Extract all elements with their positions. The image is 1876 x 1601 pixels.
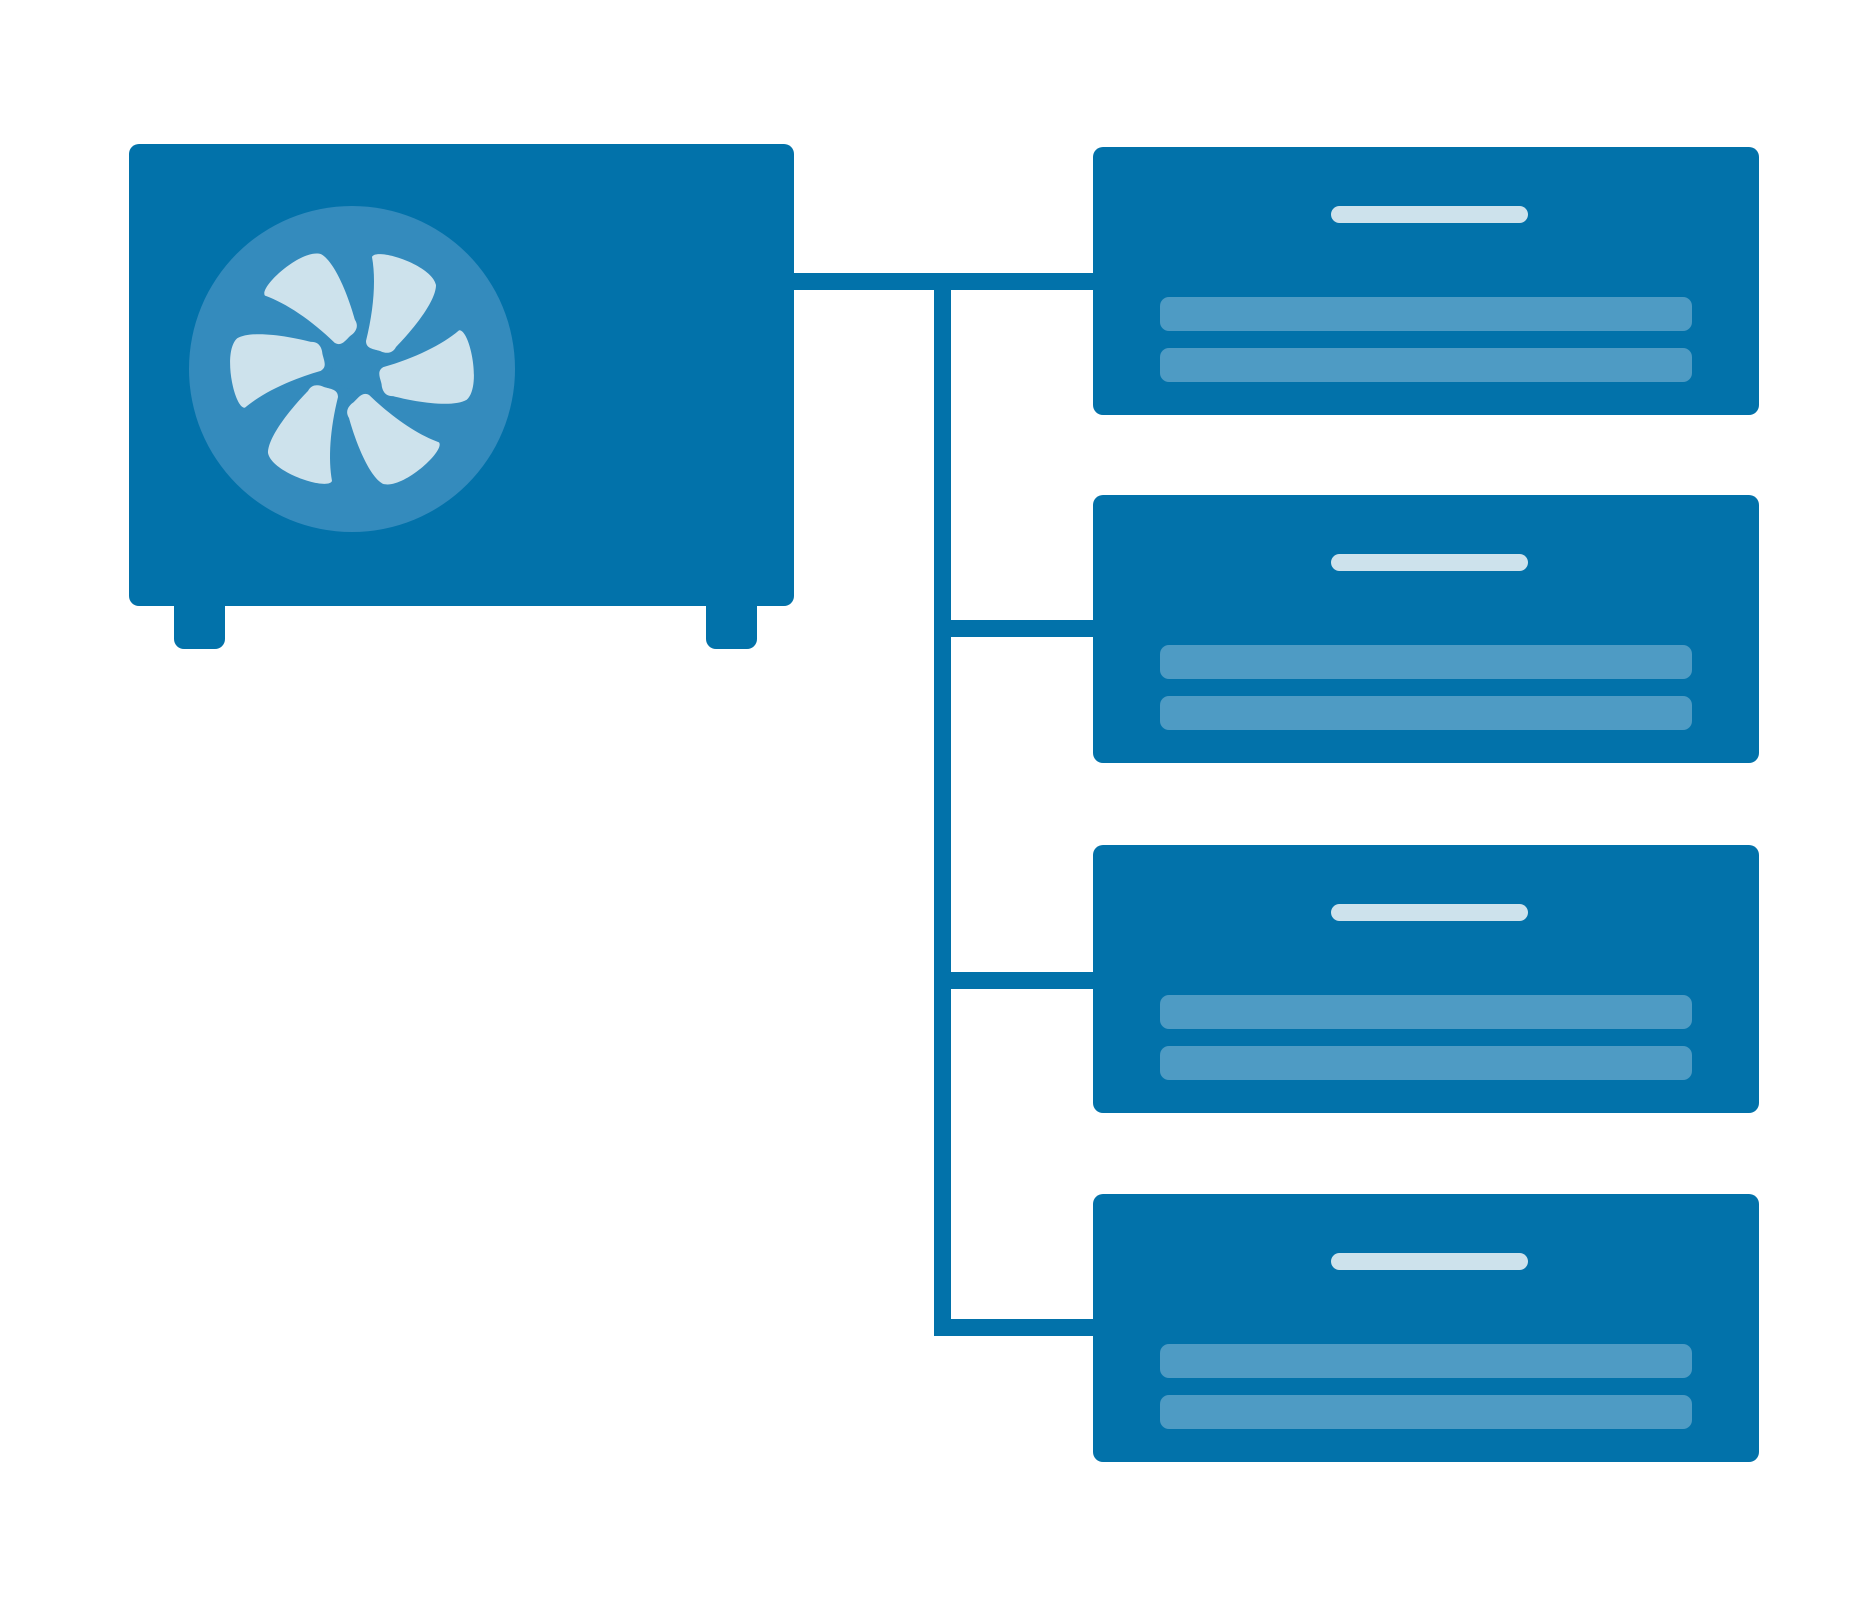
indoor-unit-louver xyxy=(1160,348,1692,382)
fan-blade xyxy=(366,254,436,353)
pipe-main-vertical xyxy=(934,273,951,1336)
fan-blade xyxy=(379,330,474,404)
indoor-unit-4 xyxy=(1093,1194,1759,1462)
indoor-unit-1 xyxy=(1093,147,1759,415)
fan-icon xyxy=(230,253,474,485)
indoor-unit-louver xyxy=(1160,1046,1692,1080)
pipe-branch xyxy=(934,620,1094,637)
fan-blade xyxy=(264,253,357,345)
indoor-units xyxy=(1093,147,1759,1462)
indoor-unit-2 xyxy=(1093,495,1759,763)
indoor-unit-3 xyxy=(1093,845,1759,1113)
fan-hub xyxy=(332,349,372,389)
indoor-unit-louver xyxy=(1160,297,1692,331)
refrigerant-piping xyxy=(794,273,1094,1336)
indoor-unit-louver xyxy=(1160,1344,1692,1378)
indoor-unit-louver xyxy=(1160,696,1692,730)
fan-blade xyxy=(347,393,440,485)
fan-blade xyxy=(268,385,338,484)
indoor-unit-display-slot xyxy=(1331,1253,1528,1270)
indoor-unit-display-slot xyxy=(1331,206,1528,223)
outdoor-unit xyxy=(129,144,794,649)
indoor-unit-louver xyxy=(1160,995,1692,1029)
indoor-unit-louver xyxy=(1160,645,1692,679)
indoor-unit-louver xyxy=(1160,1395,1692,1429)
pipe-branch xyxy=(934,1319,1094,1336)
indoor-unit-display-slot xyxy=(1331,904,1528,921)
pipe-branch xyxy=(934,972,1094,989)
indoor-unit-display-slot xyxy=(1331,554,1528,571)
fan-blade xyxy=(230,334,325,408)
